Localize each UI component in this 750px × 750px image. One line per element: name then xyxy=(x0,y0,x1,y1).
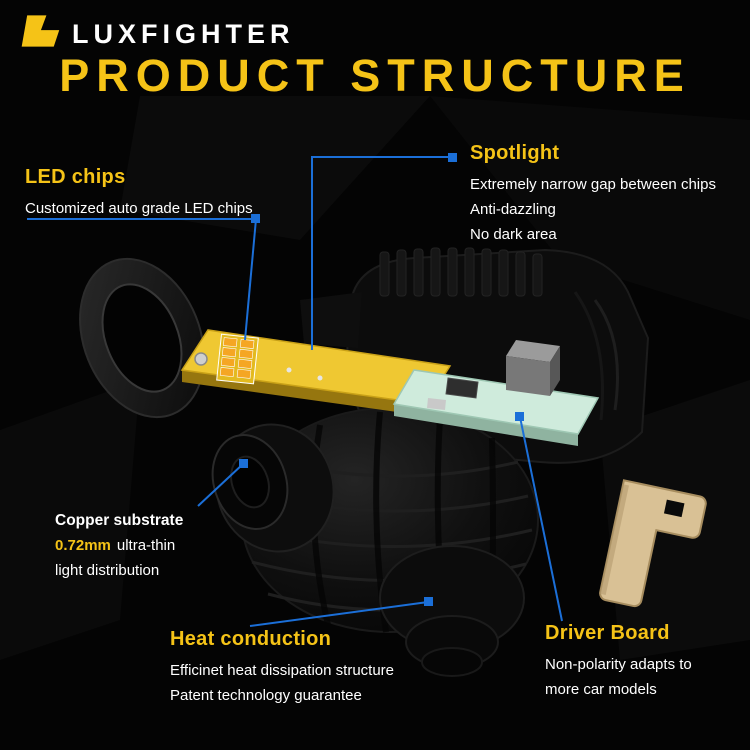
callout-heat-conduction: Heat conduction Efficinet heat dissipati… xyxy=(170,628,394,708)
smd-component xyxy=(427,398,446,410)
callout-line-spotlight xyxy=(311,156,452,350)
relay-component xyxy=(506,340,560,396)
callout-node-copper xyxy=(239,459,248,468)
brand-name: LUXFIGHTER xyxy=(72,18,295,49)
bulb-front-collar xyxy=(211,423,335,553)
callout-led-chips-heading: LED chips xyxy=(25,166,126,188)
callout-node-led-chips xyxy=(251,214,260,223)
pcb-dot xyxy=(286,367,292,373)
lens-holder xyxy=(300,292,362,348)
copper-line2-rest: ultra-thin xyxy=(116,537,176,554)
callout-driver-text-1: Non-polarity adapts to xyxy=(545,656,692,673)
callout-led-chips: LED chips Customized auto grade LED chip… xyxy=(25,166,253,221)
callout-node-spotlight xyxy=(448,153,457,162)
copper-line2: 0.72mm ultra-thin xyxy=(55,533,183,558)
callout-line-copper xyxy=(197,463,244,507)
led-chip-array xyxy=(216,333,259,385)
callout-node-driver xyxy=(515,412,524,421)
callout-driver-board: Driver Board Non-polarity adapts to more… xyxy=(545,622,692,702)
callout-copper-substrate: Copper substrate 0.72mm ultra-thin light … xyxy=(55,508,183,583)
luxfighter-logo-icon xyxy=(18,12,62,55)
base-collar xyxy=(379,545,525,677)
driver-board-pcb xyxy=(392,340,600,446)
callout-heat-heading: Heat conduction xyxy=(170,628,332,650)
led-pcb xyxy=(180,329,452,416)
pcb-dot xyxy=(317,375,323,381)
callout-spotlight-text-3: No dark area xyxy=(470,226,557,243)
pcb-mount-hole xyxy=(194,352,208,366)
callout-line-heat xyxy=(249,601,429,627)
rubber-seal-ring xyxy=(79,257,205,419)
callout-spotlight-text-1: Extremely narrow gap between chips xyxy=(470,176,716,193)
callout-node-heat xyxy=(424,597,433,606)
copper-line1: Copper substrate xyxy=(55,512,184,529)
copper-highlight: 0.72mm xyxy=(55,537,111,554)
callout-driver-text-2: more car models xyxy=(545,681,657,698)
callout-driver-heading: Driver Board xyxy=(545,622,670,644)
callout-spotlight-text-2: Anti-dazzling xyxy=(470,201,556,218)
connector-key xyxy=(599,479,707,608)
callout-spotlight-heading: Spotlight xyxy=(470,142,560,164)
callout-led-chips-text: Customized auto grade LED chips xyxy=(25,200,253,217)
callout-line-driver xyxy=(519,416,563,622)
connector-slot xyxy=(663,499,685,518)
callout-connectors xyxy=(27,153,563,627)
brand-header: LUXFIGHTER xyxy=(18,12,295,55)
callout-spotlight: Spotlight Extremely narrow gap between c… xyxy=(470,142,716,247)
ic-chip xyxy=(445,377,479,399)
callout-heat-text-1: Efficinet heat dissipation structure xyxy=(170,662,395,679)
copper-line3: light distribution xyxy=(55,562,160,579)
heatsink-fins xyxy=(379,247,543,297)
page-title: PRODUCT STRUCTURE xyxy=(59,50,691,101)
callout-heat-text-2: Patent technology guarantee xyxy=(170,687,362,704)
